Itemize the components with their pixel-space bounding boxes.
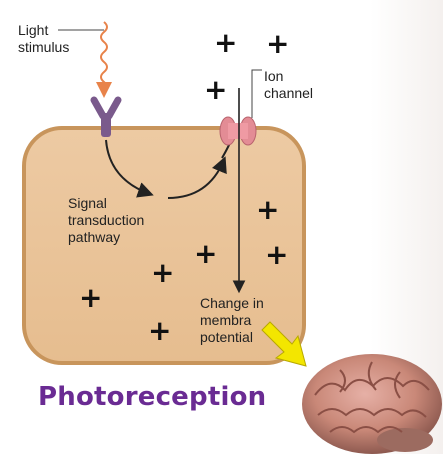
charge-plus: + [148,314,172,347]
charge-plus: + [265,238,289,271]
charge-plus: + [194,237,218,270]
ion-channel-icon [219,116,257,146]
pathway-arrow-1 [105,139,154,198]
signal-pathway-label: Signal transduction pathway [68,195,145,245]
light-stimulus-label: Light stimulus [18,22,70,55]
charge-plus: + [214,26,238,59]
ion-channel-leader [251,69,262,118]
membrane-change-label: Change in membra potential [200,295,264,345]
charge-plus: + [256,193,280,226]
brain-icon [302,354,442,454]
light-stimulus-wave [96,21,112,98]
ion-channel-label: Ion channel [264,68,314,101]
charge-plus: + [151,256,175,289]
charge-plus: + [204,73,228,106]
charge-plus: + [79,281,103,314]
pathway-arrow-2 [167,156,227,199]
receptor-icon [90,96,122,137]
page-title: Photoreception [38,382,267,412]
highlight-arrow-icon [261,321,307,367]
cell-body [22,126,306,365]
charge-plus: + [266,27,290,60]
